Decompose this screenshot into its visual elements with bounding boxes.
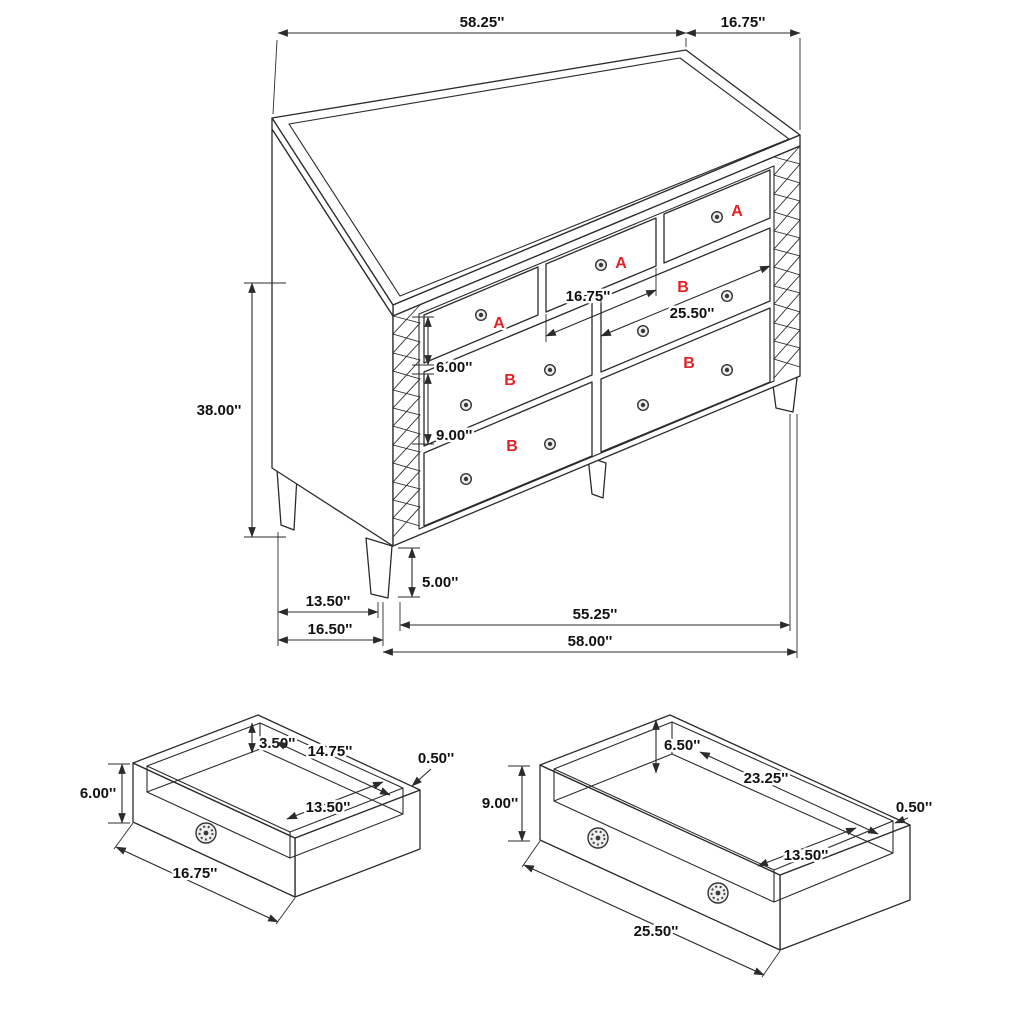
dim-leg-depth: 13.50'' xyxy=(277,532,379,646)
small-drawer-view: 3.50'' 14.75'' 0.50'' 6.00'' 13.50'' 16.… xyxy=(77,714,457,925)
dim-large-drawer-height: 9.00'' xyxy=(412,373,475,447)
dim-label-leg-depth: 13.50'' xyxy=(306,593,351,610)
dim-label-small-drawer-width: 16.75'' xyxy=(566,288,611,305)
drawer-label-b3: B xyxy=(506,438,518,455)
knob-icon xyxy=(195,822,217,844)
front-frame-line xyxy=(418,165,775,530)
dim-label-small-outer-width: 16.75'' xyxy=(173,865,218,882)
drawer-label-a2: A xyxy=(615,255,627,272)
dim-label-large-inner-width: 23.25'' xyxy=(744,770,789,787)
knob-icon xyxy=(595,259,608,272)
dim-large-drawer-width: 25.50'' xyxy=(600,230,771,342)
main-dresser-dimensions: 58.25'' 16.75'' 38.00'' 16.75'' 25.50'' xyxy=(194,12,801,658)
dim-label-overall-height: 38.00'' xyxy=(197,402,242,419)
dim-label-small-inner-length: 13.50'' xyxy=(306,799,351,816)
dim-base-depth: 16.50'' xyxy=(277,602,384,646)
dim-label-small-inner-depth: 3.50'' xyxy=(259,735,295,752)
drawer-large-3 xyxy=(423,381,593,527)
dim-label-large-wall-thickness: 0.50'' xyxy=(896,799,932,816)
knob-icon xyxy=(637,325,650,338)
dim-label-top-width: 58.25'' xyxy=(460,14,505,31)
dim-label-large-outer-width: 25.50'' xyxy=(634,923,679,940)
knob-icon xyxy=(637,399,650,412)
dim-label-large-drawer-height: 9.00'' xyxy=(436,427,472,444)
right-lattice-trim xyxy=(773,145,801,379)
dim-label-front-width: 55.25'' xyxy=(573,606,618,623)
drawer-label-b1: B xyxy=(504,372,516,389)
main-dresser-view: A A A B B B B xyxy=(271,49,801,599)
dim-label-base-depth: 16.50'' xyxy=(308,621,353,638)
dim-label-base-width: 58.00'' xyxy=(568,633,613,650)
large-drawer-view: 6.50'' 23.25'' 0.50'' 9.00'' 13.50'' 25.… xyxy=(479,714,935,978)
dim-label-large-inner-depth: 6.50'' xyxy=(664,737,700,754)
dim-label-small-front-height: 6.00'' xyxy=(80,785,116,802)
leg-middle xyxy=(587,456,607,499)
dim-label-leg-height: 5.00'' xyxy=(422,574,458,591)
dim-base-width: 58.00'' xyxy=(382,414,798,658)
dim-large-wall-thickness: 0.50'' xyxy=(893,797,935,824)
dim-label-large-inner-length: 13.50'' xyxy=(784,847,829,864)
dim-front-width: 55.25'' xyxy=(399,414,791,631)
dim-large-inner-width: 23.25'' xyxy=(699,751,879,835)
dim-small-outer-width: 16.75'' xyxy=(113,822,296,925)
leg-front-left xyxy=(365,537,393,599)
knob-icon xyxy=(460,473,473,486)
dim-label-small-wall-thickness: 0.50'' xyxy=(418,750,454,767)
dim-small-drawer-height: 6.00'' xyxy=(412,316,475,379)
knob-icon xyxy=(721,290,734,303)
left-lattice-trim xyxy=(392,304,421,538)
knob-icon xyxy=(475,309,488,322)
dim-label-top-depth: 16.75'' xyxy=(721,14,766,31)
dim-label-small-drawer-height: 6.00'' xyxy=(436,359,472,376)
drawer-label-b4: B xyxy=(683,355,695,372)
knob-icon xyxy=(707,882,729,904)
dim-label-large-drawer-width: 25.50'' xyxy=(670,305,715,322)
dim-small-inner-length: 13.50'' xyxy=(286,781,384,820)
dim-label-small-inner-width: 14.75'' xyxy=(308,743,353,760)
dim-large-inner-length: 13.50'' xyxy=(757,827,857,867)
dim-large-front-height: 9.00'' xyxy=(479,765,530,842)
dim-top-width: 58.25'' xyxy=(272,12,687,115)
dim-leg-height: 5.00'' xyxy=(398,547,461,598)
knob-icon xyxy=(721,364,734,377)
dim-large-inner-depth: 6.50'' xyxy=(652,719,703,774)
knob-icon xyxy=(544,364,557,377)
dim-small-front-height: 6.00'' xyxy=(77,763,130,824)
dim-large-outer-width: 25.50'' xyxy=(521,840,781,978)
drawer-label-a3: A xyxy=(731,203,743,220)
dim-label-large-front-height: 9.00'' xyxy=(482,795,518,812)
drawer-label-b2: B xyxy=(677,279,689,296)
knob-icon xyxy=(587,827,609,849)
knob-icon xyxy=(460,399,473,412)
dim-small-wall-thickness: 0.50'' xyxy=(411,748,457,787)
knob-icon xyxy=(544,438,557,451)
drawer-label-a1: A xyxy=(493,315,505,332)
dim-overall-height: 38.00'' xyxy=(194,282,286,538)
dim-small-inner-width: 14.75'' xyxy=(275,741,391,796)
knob-icon xyxy=(711,210,724,223)
dim-top-depth: 16.75'' xyxy=(685,12,801,130)
